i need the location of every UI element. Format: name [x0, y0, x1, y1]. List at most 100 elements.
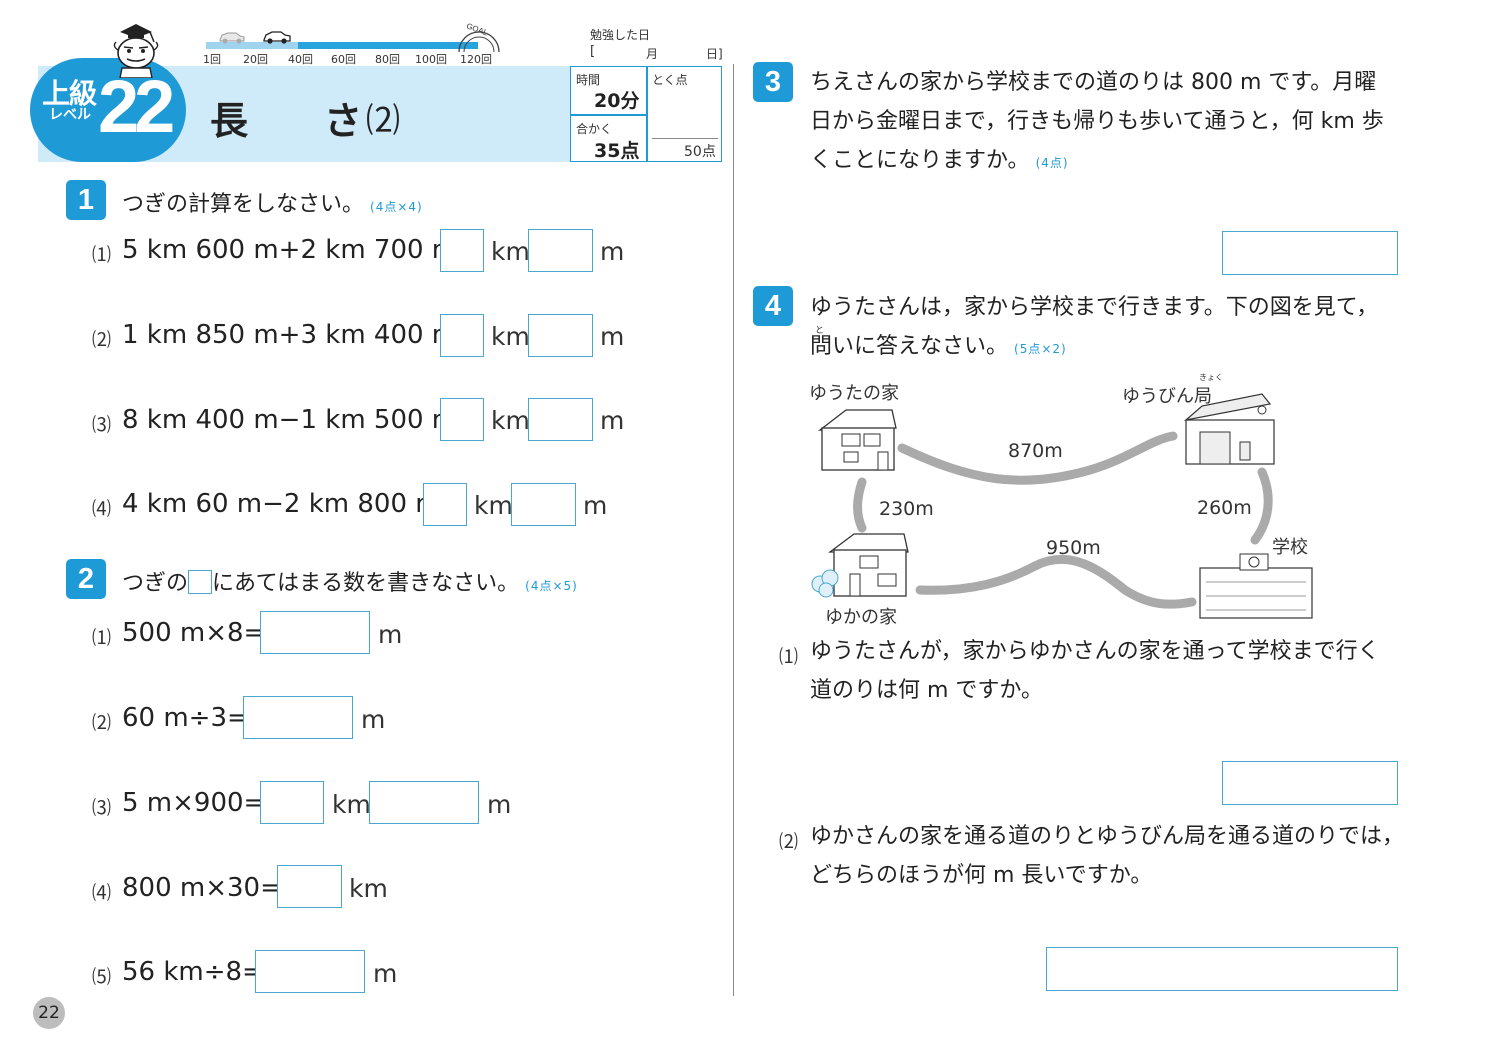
question-4-2-answer[interactable]: [1046, 947, 1398, 991]
question-4-2-line-1: ゆかさんの家を通る道のりとゆうびん局を通る道のりでは，: [810, 824, 1405, 849]
problem-2-3-number: ⑶: [92, 797, 113, 819]
distance-top: 870m: [1008, 440, 1063, 462]
progress-label-80: 80回: [375, 53, 400, 66]
problem-1-2-answer-km[interactable]: [440, 314, 484, 357]
progress-bar-fill-2: [298, 42, 478, 49]
post-office-label: ゆうびん局: [1122, 386, 1212, 407]
problem-1-2-unit-m: m: [600, 322, 625, 351]
problem-2-4-unit: km: [349, 874, 388, 903]
section-3-line-3: くことになりますか。: [810, 148, 1030, 173]
problem-1-2-expression: 1 km 850 m+3 km 400 m=: [122, 320, 479, 350]
problem-1-3-answer-km[interactable]: [440, 398, 484, 441]
problem-1-4-unit-km: km: [474, 491, 513, 520]
problem-1-1-answer-m[interactable]: [528, 229, 593, 272]
problem-1-1-answer-km[interactable]: [440, 229, 484, 272]
section-2-badge: 2: [66, 559, 106, 599]
problem-2-5-expression: 56 km÷8=: [122, 957, 264, 987]
goal-arch-icon: [458, 31, 500, 53]
progress-label-100: 100回: [415, 53, 447, 66]
section-4-line-1: ゆうたさんは，家から学校まで行きます。下の図を見て，: [810, 295, 1379, 320]
page-title-part: ⑵: [366, 101, 400, 141]
section-3-line-2: 日から金曜日まで，行きも帰りも歩いて通うと，何 km 歩: [810, 109, 1384, 134]
problem-1-4-unit-m: m: [583, 491, 608, 520]
progress-label-1: 1回: [203, 53, 221, 66]
problem-2-3-expression: 5 m×900=: [122, 788, 266, 818]
problem-2-3-answer-km[interactable]: [260, 781, 324, 824]
school-icon: [1199, 553, 1313, 619]
problem-1-4-answer-km[interactable]: [423, 483, 467, 526]
section-4-badge: 4: [753, 286, 793, 326]
problem-1-1-expression: 5 km 600 m+2 km 700 m=: [122, 235, 479, 265]
car-icon: [263, 31, 291, 44]
yuka-home-label: ゆかの家: [825, 607, 897, 628]
problem-1-2-answer-m[interactable]: [528, 314, 593, 357]
problem-2-5-unit: m: [373, 959, 398, 988]
progress-label-120: 120回: [460, 53, 492, 66]
date-month-label: 月: [646, 47, 659, 61]
section-3-badge: 3: [753, 62, 793, 102]
road-bottom: [915, 554, 1197, 609]
problem-2-5-number: ⑸: [92, 966, 113, 988]
question-4-1-answer[interactable]: [1222, 761, 1398, 805]
car-icon: [219, 32, 245, 44]
problem-2-4-number: ⑷: [92, 882, 113, 904]
page-number-badge: [33, 997, 65, 1029]
problem-2-1-expression: 500 m×8=: [122, 618, 266, 648]
problem-1-4-answer-m[interactable]: [511, 483, 576, 526]
score-label: とく点: [652, 73, 688, 87]
section-3-answer[interactable]: [1222, 231, 1398, 275]
page-number: 22: [38, 1003, 60, 1023]
page-title: 長 さ: [210, 98, 363, 143]
section-4-line-2: 問いに答えなさい。: [810, 334, 1009, 359]
level-badge: [30, 58, 186, 162]
road-right: [1250, 467, 1273, 545]
study-date-label: 勉強した日: [590, 28, 651, 42]
section-2-instruction-pre: つぎの: [122, 571, 189, 596]
question-4-2-number: ⑵: [779, 831, 800, 853]
question-4-1-number: ⑴: [779, 646, 800, 668]
problem-1-3-expression: 8 km 400 m−1 km 500 m=: [122, 405, 479, 435]
question-4-1-text: ゆうたさんが，家からゆかさんの家を通って学校まで行く 道のりは何 m ですか。: [810, 632, 1420, 710]
distance-bottom: 950m: [1046, 537, 1101, 559]
blank-box-icon: [188, 570, 213, 594]
progress-label-20: 20回: [243, 53, 268, 66]
question-4-2-line-2: どちらのほうが何 m 長いですか。: [810, 863, 1153, 888]
problem-2-3-unit-m: m: [487, 790, 512, 819]
section-3-text: ちえさんの家から学校までの道のりは 800 m です。月曜 日から金曜日まで，行…: [810, 63, 1410, 183]
problem-2-4-expression: 800 m×30=: [122, 873, 282, 903]
post-office-ruby: きょく: [1199, 373, 1223, 382]
problem-1-3-number: ⑶: [92, 414, 113, 436]
section-1-badge: 1: [66, 180, 106, 220]
ruby-to: と: [815, 326, 825, 336]
section-2-points: (4点×5): [525, 579, 578, 593]
section-4-line-2-wrap: 問いに答えなさい。(5点×2): [810, 327, 1410, 369]
question-4-1-line-2: 道のりは何 m ですか。: [810, 678, 1043, 703]
section-3-line-1: ちえさんの家から学校までの道のりは 800 m です。月曜: [810, 70, 1377, 95]
professor-mascot-icon: [113, 24, 159, 78]
progress-label-40: 40回: [288, 53, 313, 66]
section-3-points: (4点): [1035, 156, 1069, 170]
problem-1-1-unit-km: km: [491, 237, 530, 266]
section-4-text: ゆうたさんは，家から学校まで行きます。下の図を見て， 問いに答えなさい。(5点×…: [810, 288, 1410, 369]
progress-label-60: 60回: [331, 53, 356, 66]
distance-left: 230m: [879, 498, 934, 520]
yuta-house-icon: [818, 409, 897, 471]
pass-label: 合かく: [576, 122, 613, 136]
section-1-points: (4点×4): [370, 200, 423, 214]
problem-2-4-answer[interactable]: [277, 865, 342, 908]
problem-1-3-answer-m[interactable]: [528, 398, 593, 441]
problem-2-2-unit: m: [361, 705, 386, 734]
road-left: [853, 477, 867, 533]
problem-2-1-answer[interactable]: [260, 611, 370, 654]
problem-1-4-expression: 4 km 60 m−2 km 800 m=: [122, 489, 463, 519]
date-open-bracket: [: [590, 44, 596, 59]
problem-2-5-answer[interactable]: [255, 950, 365, 993]
problem-2-2-answer[interactable]: [243, 696, 353, 739]
problem-2-3-answer-m[interactable]: [369, 781, 479, 824]
date-day-label: 日]: [706, 47, 723, 61]
lesson-number: 22: [98, 65, 175, 148]
problem-1-2-number: ⑵: [92, 329, 113, 351]
route-map: [811, 393, 1313, 619]
yuka-house-icon: [811, 533, 909, 598]
page-divider: [733, 64, 734, 996]
